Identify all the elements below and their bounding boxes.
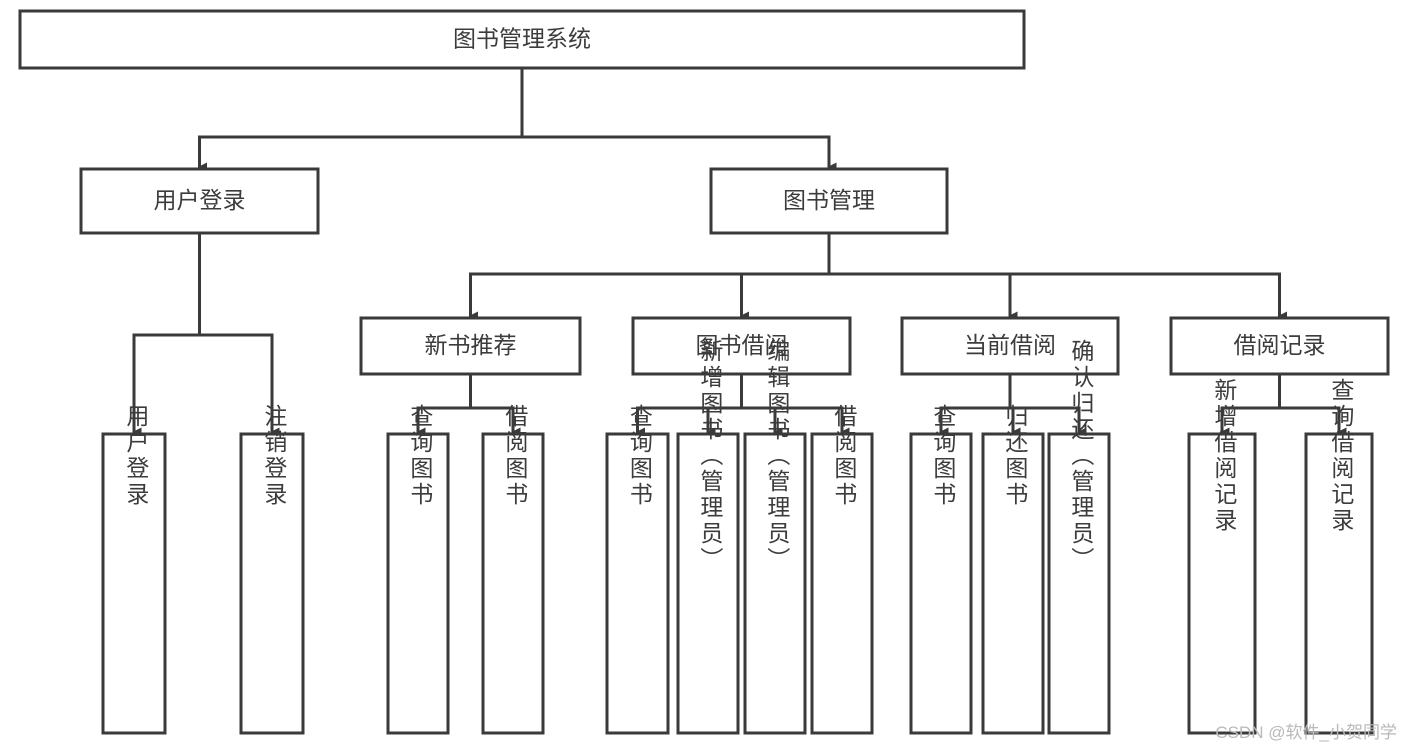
node-box[interactable] [1304,432,1374,735]
node-box[interactable] [239,432,305,735]
node-box[interactable] [981,432,1045,735]
node-label: 用户登录 [154,187,246,213]
node-label: 图书管理系统 [453,26,591,52]
node-l2[interactable]: 注销登录 [239,404,305,735]
node-label: 用户登录 [123,404,150,508]
node-box[interactable] [676,432,740,735]
node-l8[interactable]: 借阅图书 [810,404,874,735]
node-layer: 图书管理系统用户登录图书管理新书推荐图书借阅当前借阅借阅记录用户登录注销登录查询… [18,9,1390,735]
node-l10[interactable]: 归还图书 [981,404,1045,735]
node-label: 查询图书 [407,404,434,508]
node-box[interactable] [481,432,545,735]
node-bookmg[interactable]: 图书管理 [709,167,949,235]
node-label: 查询图书 [930,404,957,508]
node-box[interactable] [18,9,1026,70]
node-box[interactable] [709,167,949,235]
node-l11[interactable]: 确认归还（管理员） [1047,339,1111,735]
node-box[interactable] [743,432,807,735]
node-l6[interactable]: 新增图书（管理员） [676,339,740,735]
node-box[interactable] [810,432,874,735]
edge-layer [132,66,1347,437]
node-label: 新书推荐 [425,332,517,358]
node-box[interactable] [359,316,582,376]
node-newbook[interactable]: 新书推荐 [359,316,582,376]
node-label: 图书管理 [783,187,875,213]
node-l5[interactable]: 查询图书 [605,404,670,735]
node-l1[interactable]: 用户登录 [101,404,167,735]
node-box[interactable] [1047,432,1111,735]
node-box[interactable] [1187,432,1257,735]
node-l3[interactable]: 查询图书 [386,404,450,735]
watermark-label: CSDN @软件_小贺同学 [1215,723,1397,742]
node-label: 查询图书 [626,404,653,508]
node-label: 当前借阅 [964,332,1056,358]
node-borrow[interactable]: 图书借阅 [631,316,852,376]
node-l12[interactable]: 新增借阅记录 [1187,378,1257,735]
node-label: 归还图书 [1002,404,1029,508]
node-label: 查询借阅记录 [1328,378,1355,534]
node-label: 新增借阅记录 [1211,378,1238,534]
node-label: 新增图书（管理员） [697,339,724,573]
node-root[interactable]: 图书管理系统 [18,9,1026,70]
node-box[interactable] [1169,316,1390,376]
node-label: 确认归还（管理员） [1068,339,1095,573]
node-label: 借阅记录 [1234,332,1326,358]
node-label: 图书借阅 [696,332,788,358]
node-label: 编辑图书（管理员） [764,339,791,573]
node-box[interactable] [909,432,973,735]
node-box[interactable] [900,316,1120,376]
node-box[interactable] [631,316,852,376]
node-login[interactable]: 用户登录 [79,167,320,235]
node-label: 借阅图书 [502,404,529,508]
node-current[interactable]: 当前借阅 [900,316,1120,376]
node-box[interactable] [605,432,670,735]
node-l9[interactable]: 查询图书 [909,404,973,735]
node-box[interactable] [101,432,167,735]
node-label: 借阅图书 [831,404,858,508]
node-l13[interactable]: 查询借阅记录 [1304,378,1374,735]
node-records[interactable]: 借阅记录 [1169,316,1390,376]
node-label: 注销登录 [261,404,288,508]
node-box[interactable] [79,167,320,235]
node-l4[interactable]: 借阅图书 [481,404,545,735]
node-l7[interactable]: 编辑图书（管理员） [743,339,807,735]
node-box[interactable] [386,432,450,735]
